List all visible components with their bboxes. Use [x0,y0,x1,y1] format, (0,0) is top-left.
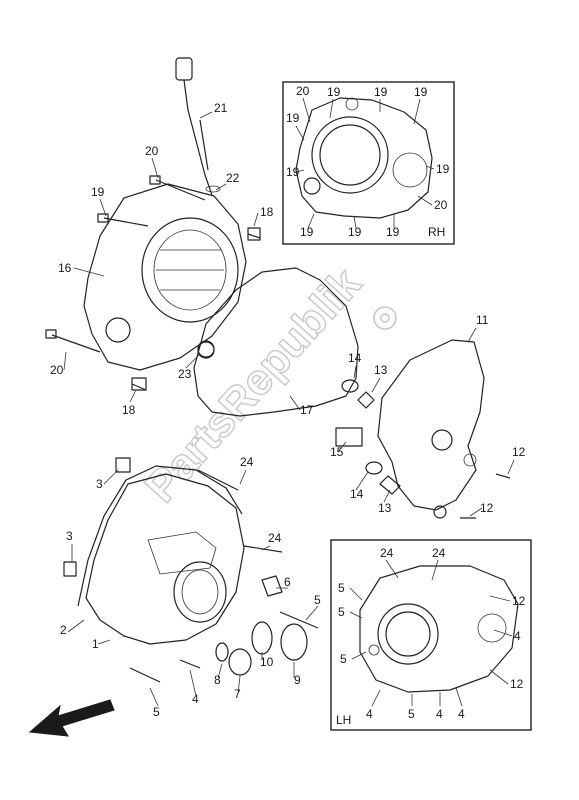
callout-2: 2 [60,623,67,637]
callout-18: 18 [260,205,274,219]
lh-label-12: 12 [512,594,526,608]
lh-label-4: 4 [514,629,521,643]
callout-16: 16 [58,261,72,275]
lh-label-24: 24 [380,546,394,560]
rh-cover-bolts [45,175,261,391]
main-callouts: 21 20 22 19 18 16 20 23 18 17 11 14 13 1… [50,101,526,719]
lh-gasket [77,465,243,607]
front-direction-arrow [28,699,115,737]
sprocket-cover-11 [377,339,485,519]
rh-crankcase-cover [83,183,247,371]
lh-tag: LH [336,713,351,727]
inset-lh: 24 24 5 5 12 4 5 4 12 4 5 4 LH [330,539,532,731]
rh-label-19: 19 [414,85,428,99]
rh-cover-drawing [295,97,433,219]
lh-cover-drawing [359,565,519,693]
rh-label-19: 19 [386,225,400,239]
lh-label-5: 5 [338,605,345,619]
callout-10: 10 [260,655,274,669]
callout-9: 9 [294,673,301,687]
lh-label-4: 4 [366,707,373,721]
callout-6: 6 [284,575,291,589]
callout-8: 8 [214,673,221,687]
lh-crankcase-cover [85,473,245,645]
rh-gasket [193,267,359,417]
watermark: PartsRepublik [136,259,371,512]
callout-4: 4 [192,692,199,706]
callout-14: 14 [350,487,364,501]
inset-rh-frame [282,81,455,245]
callout-5: 5 [153,705,160,719]
inset-lh-frame [330,539,532,731]
callout-1: 1 [92,637,99,651]
rh-label-19: 19 [348,225,362,239]
callout-15: 15 [330,445,344,459]
callout-22: 22 [226,171,240,185]
callout-18: 18 [122,403,136,417]
callout-21: 21 [214,101,228,115]
rh-label-19: 19 [300,225,314,239]
rh-label-19: 19 [327,85,341,99]
callout-5: 5 [314,593,321,607]
rh-tag: RH [428,225,445,239]
callout-3: 3 [96,477,103,491]
callout-13: 13 [374,363,388,377]
callout-24: 24 [240,455,254,469]
lh-label-24: 24 [432,546,446,560]
lh-label-5: 5 [338,581,345,595]
rh-label-19: 19 [286,165,300,179]
dipstick [175,57,221,196]
watermark-gear-icon [373,306,397,330]
callout-17: 17 [300,403,314,417]
lh-label-4: 4 [436,707,443,721]
lh-label-12: 12 [510,677,524,691]
rh-label-20: 20 [296,84,310,98]
callout-12: 12 [480,501,494,515]
rh-label-19: 19 [436,162,450,176]
rh-label-19: 19 [374,85,388,99]
rh-label-19: 19 [286,111,300,125]
callout-12: 12 [512,445,526,459]
callout-7: 7 [234,687,241,701]
cover-small-parts [335,379,511,519]
lh-label-5: 5 [340,652,347,666]
oil-seal-23 [197,341,215,359]
lh-label-5: 5 [408,707,415,721]
callout-19: 19 [91,185,105,199]
callout-20: 20 [145,144,159,158]
callout-14: 14 [348,351,362,365]
rh-label-20: 20 [434,198,448,212]
callout-11: 11 [476,313,489,327]
callout-23: 23 [178,367,192,381]
callout-24: 24 [268,531,282,545]
callout-3: 3 [66,529,73,543]
inset-rh: 20 19 19 19 19 19 19 20 19 19 19 RH [282,81,455,245]
callout-13: 13 [378,501,392,515]
callout-20: 20 [50,363,64,377]
main-leader-lines [63,111,515,707]
lh-label-4: 4 [458,707,465,721]
